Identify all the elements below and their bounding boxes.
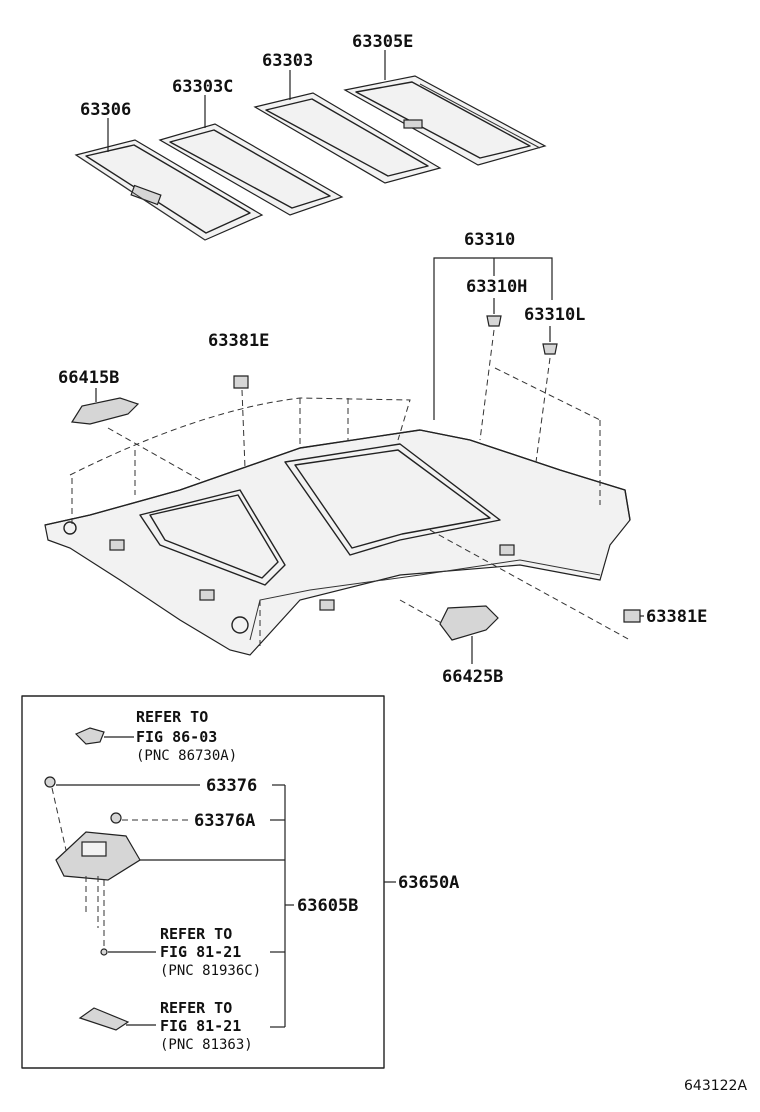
label-66425B: 66425B: [442, 667, 503, 687]
label-63303C: 63303C: [172, 77, 233, 97]
bracket-66425B[interactable]: [439, 605, 499, 641]
projection-line: [107, 427, 201, 481]
figure-id: 643122A: [684, 1078, 747, 1094]
label-63306: 63306: [80, 100, 131, 120]
bracket-66415B[interactable]: [70, 397, 140, 425]
label-63305E: 63305E: [352, 32, 413, 52]
projection-line: [535, 357, 551, 463]
ref3-pnc: (PNC 81363): [160, 1037, 253, 1053]
projection-line: [494, 367, 601, 421]
sunshade-panel-63303C[interactable]: [158, 123, 344, 216]
lens-81363[interactable]: [78, 1007, 130, 1031]
label-63310H: 63310H: [466, 277, 527, 297]
map-lamp-assembly[interactable]: [55, 831, 141, 881]
ref1-pnc: (PNC 86730A): [136, 748, 237, 764]
ref2-pnc: (PNC 81936C): [160, 963, 261, 979]
label-63303: 63303: [262, 51, 313, 71]
label-63310L: 63310L: [524, 305, 585, 325]
ref3-line2[interactable]: FIG 81-21: [160, 1017, 241, 1035]
projection-outline: [69, 397, 411, 476]
label-66415B: 66415B: [58, 368, 119, 388]
clip-63381E-right[interactable]: [623, 609, 641, 623]
ref2-line1: REFER TO: [160, 925, 232, 943]
screw-63376A[interactable]: [110, 812, 122, 824]
screw-63376[interactable]: [44, 776, 56, 788]
label-63381E-right: 63381E: [646, 607, 707, 627]
label-63310: 63310: [464, 230, 515, 250]
sunshade-panel-63303[interactable]: [253, 92, 442, 184]
clip-63310L[interactable]: [542, 343, 558, 355]
sunshade-panel-63305E[interactable]: [343, 75, 547, 166]
projection-line: [479, 329, 495, 441]
label-63650A: 63650A: [398, 873, 459, 893]
sunshade-panel-63306[interactable]: [74, 139, 264, 241]
projection-line: [429, 529, 631, 641]
ref1-line1: REFER TO: [136, 708, 208, 726]
clip-63310H[interactable]: [486, 315, 502, 327]
console-part-86730A[interactable]: [74, 727, 105, 745]
projection-line: [51, 787, 67, 851]
ref1-line2[interactable]: FIG 86-03: [136, 728, 217, 746]
ref3-line1: REFER TO: [160, 999, 232, 1017]
projection-line: [399, 599, 446, 626]
projection-line: [241, 389, 246, 469]
headliner-assembly[interactable]: [44, 429, 631, 656]
label-63376: 63376: [206, 776, 257, 796]
label-63376A: 63376A: [194, 811, 255, 831]
label-63381E-top: 63381E: [208, 331, 269, 351]
label-63605B: 63605B: [297, 896, 358, 916]
bulb-81936C[interactable]: [100, 948, 108, 956]
ref2-line2[interactable]: FIG 81-21: [160, 943, 241, 961]
leader-63310: [433, 257, 553, 420]
clip-63381E-top[interactable]: [233, 375, 249, 389]
